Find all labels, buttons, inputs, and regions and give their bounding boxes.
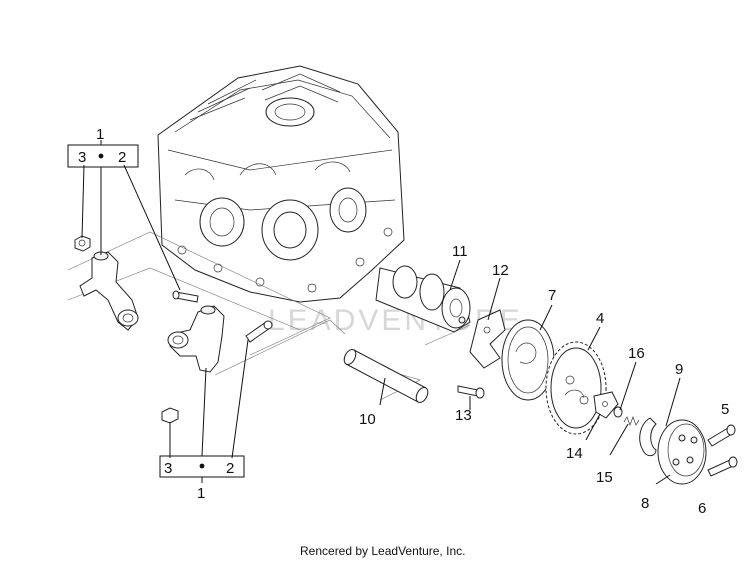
camshaft[interactable] — [375, 265, 471, 333]
circlip[interactable] — [639, 417, 657, 457]
callout-2-bottom[interactable]: 2 — [226, 460, 234, 477]
callout-14[interactable]: 14 — [566, 445, 583, 462]
bullet-dot-bottom — [199, 463, 205, 469]
spring[interactable] — [623, 416, 640, 426]
rocker-arm-lower[interactable] — [167, 305, 225, 373]
screw-13[interactable] — [457, 385, 485, 399]
screw-5[interactable] — [707, 424, 736, 447]
callout-11[interactable]: 11 — [452, 243, 468, 260]
sprocket-gear[interactable] — [545, 341, 607, 435]
decompressor-weight[interactable] — [593, 391, 619, 419]
callout-16[interactable]: 16 — [628, 345, 645, 362]
rocker-shaft[interactable] — [342, 348, 430, 405]
screw-6[interactable] — [707, 456, 738, 477]
leader-lines — [67, 140, 681, 485]
callout-3-top[interactable]: 3 — [78, 149, 86, 166]
callout-8[interactable]: 8 — [641, 495, 649, 512]
adjusting-screw-upper[interactable] — [172, 290, 199, 303]
cover-plate[interactable] — [657, 419, 707, 485]
rocker-arm-upper[interactable] — [79, 251, 139, 331]
credit-text: Rencered by LeadVenture, Inc. — [300, 544, 465, 558]
callout-7[interactable]: 7 — [548, 287, 556, 304]
callout-5[interactable]: 5 — [721, 401, 729, 418]
callout-9[interactable]: 9 — [675, 361, 683, 378]
callout-10[interactable]: 10 — [359, 411, 376, 428]
callout-4[interactable]: 4 — [596, 310, 604, 327]
bullet-dot-top — [98, 153, 104, 159]
nut-upper[interactable] — [74, 235, 91, 252]
cylinder-head[interactable] — [157, 65, 405, 303]
adjusting-screw-lower[interactable] — [245, 320, 273, 343]
nut-lower[interactable] — [161, 407, 179, 424]
callout-1-bottom[interactable]: 1 — [197, 485, 205, 502]
callout-3-bottom[interactable]: 3 — [164, 460, 172, 477]
cam-disc[interactable] — [501, 319, 555, 401]
decompressor-plate[interactable] — [469, 309, 506, 369]
callout-15[interactable]: 15 — [596, 469, 613, 486]
callout-1-top[interactable]: 1 — [96, 126, 104, 143]
callout-2-top[interactable]: 2 — [118, 149, 126, 166]
callout-6[interactable]: 6 — [698, 500, 706, 517]
callout-13[interactable]: 13 — [455, 407, 472, 424]
callout-12[interactable]: 12 — [492, 262, 509, 279]
